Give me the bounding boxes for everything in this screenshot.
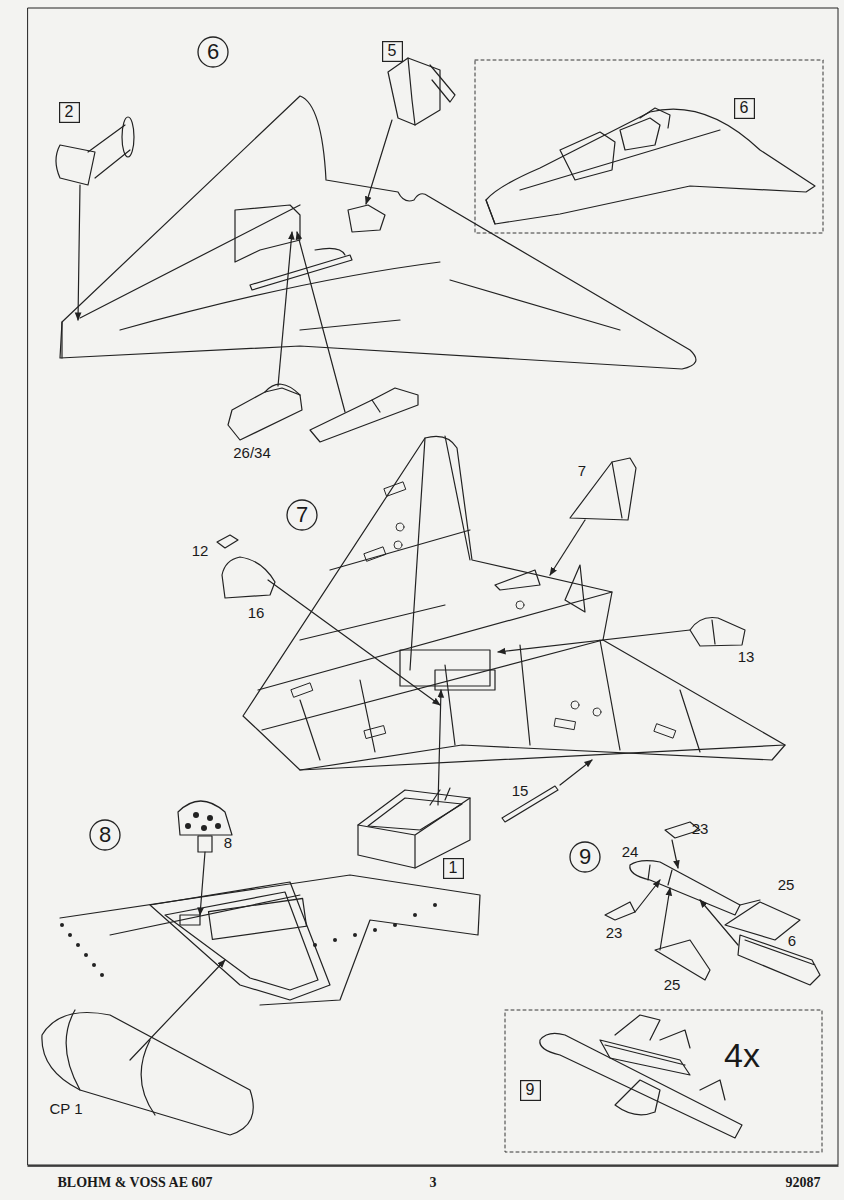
part-number-box: 1: [443, 858, 464, 879]
callout-number: 8: [224, 835, 232, 850]
callout-number: 4x: [724, 1038, 760, 1072]
callout-number: 15: [512, 783, 529, 798]
footer-text: BLOHM & VOSS AE 607: [57, 1176, 212, 1190]
callout-number: 25: [778, 877, 795, 892]
circle-border: [198, 37, 228, 67]
step-number: 7: [296, 504, 308, 526]
callout-number: 7: [578, 463, 586, 478]
step-number: 6: [740, 100, 749, 116]
part-number-box: 6: [734, 98, 755, 119]
box-border: [59, 102, 79, 122]
callout-number: 24: [622, 844, 639, 859]
callout-number: 16: [248, 605, 265, 620]
step-number: 6: [207, 41, 219, 63]
box-border: [520, 1080, 540, 1100]
step-number: 1: [449, 860, 458, 876]
part-number-box: 9: [520, 1080, 541, 1101]
circle-border: [570, 842, 600, 872]
step-number-circle: 8: [89, 819, 121, 851]
circle-border: [90, 820, 120, 850]
step-number: 8: [99, 824, 111, 846]
box-border: [734, 98, 754, 118]
step-number: 9: [526, 1082, 535, 1098]
step-number: 5: [388, 43, 397, 59]
step-number-circle: 6: [197, 36, 229, 68]
callout-number: 12: [192, 543, 209, 558]
box-border: [443, 858, 463, 878]
step-number-circle: 7: [286, 499, 318, 531]
footer-text: 92087: [786, 1176, 821, 1190]
part-number-box: 2: [59, 102, 80, 123]
circle-border: [287, 500, 317, 530]
footer-text: 3: [430, 1176, 437, 1190]
step-number: 2: [65, 104, 74, 120]
callout-number: 23: [606, 925, 623, 940]
callout-number: 26/34: [233, 445, 271, 460]
step-number: 9: [579, 846, 591, 868]
callout-number: 13: [738, 649, 755, 664]
part-number-box: 5: [382, 41, 403, 62]
callout-number: CP 1: [49, 1101, 82, 1116]
box-border: [382, 41, 402, 61]
callout-number: 6: [788, 933, 796, 948]
callout-number: 23: [692, 821, 709, 836]
callout-number: 25: [664, 977, 681, 992]
step-number-circle: 9: [569, 841, 601, 873]
